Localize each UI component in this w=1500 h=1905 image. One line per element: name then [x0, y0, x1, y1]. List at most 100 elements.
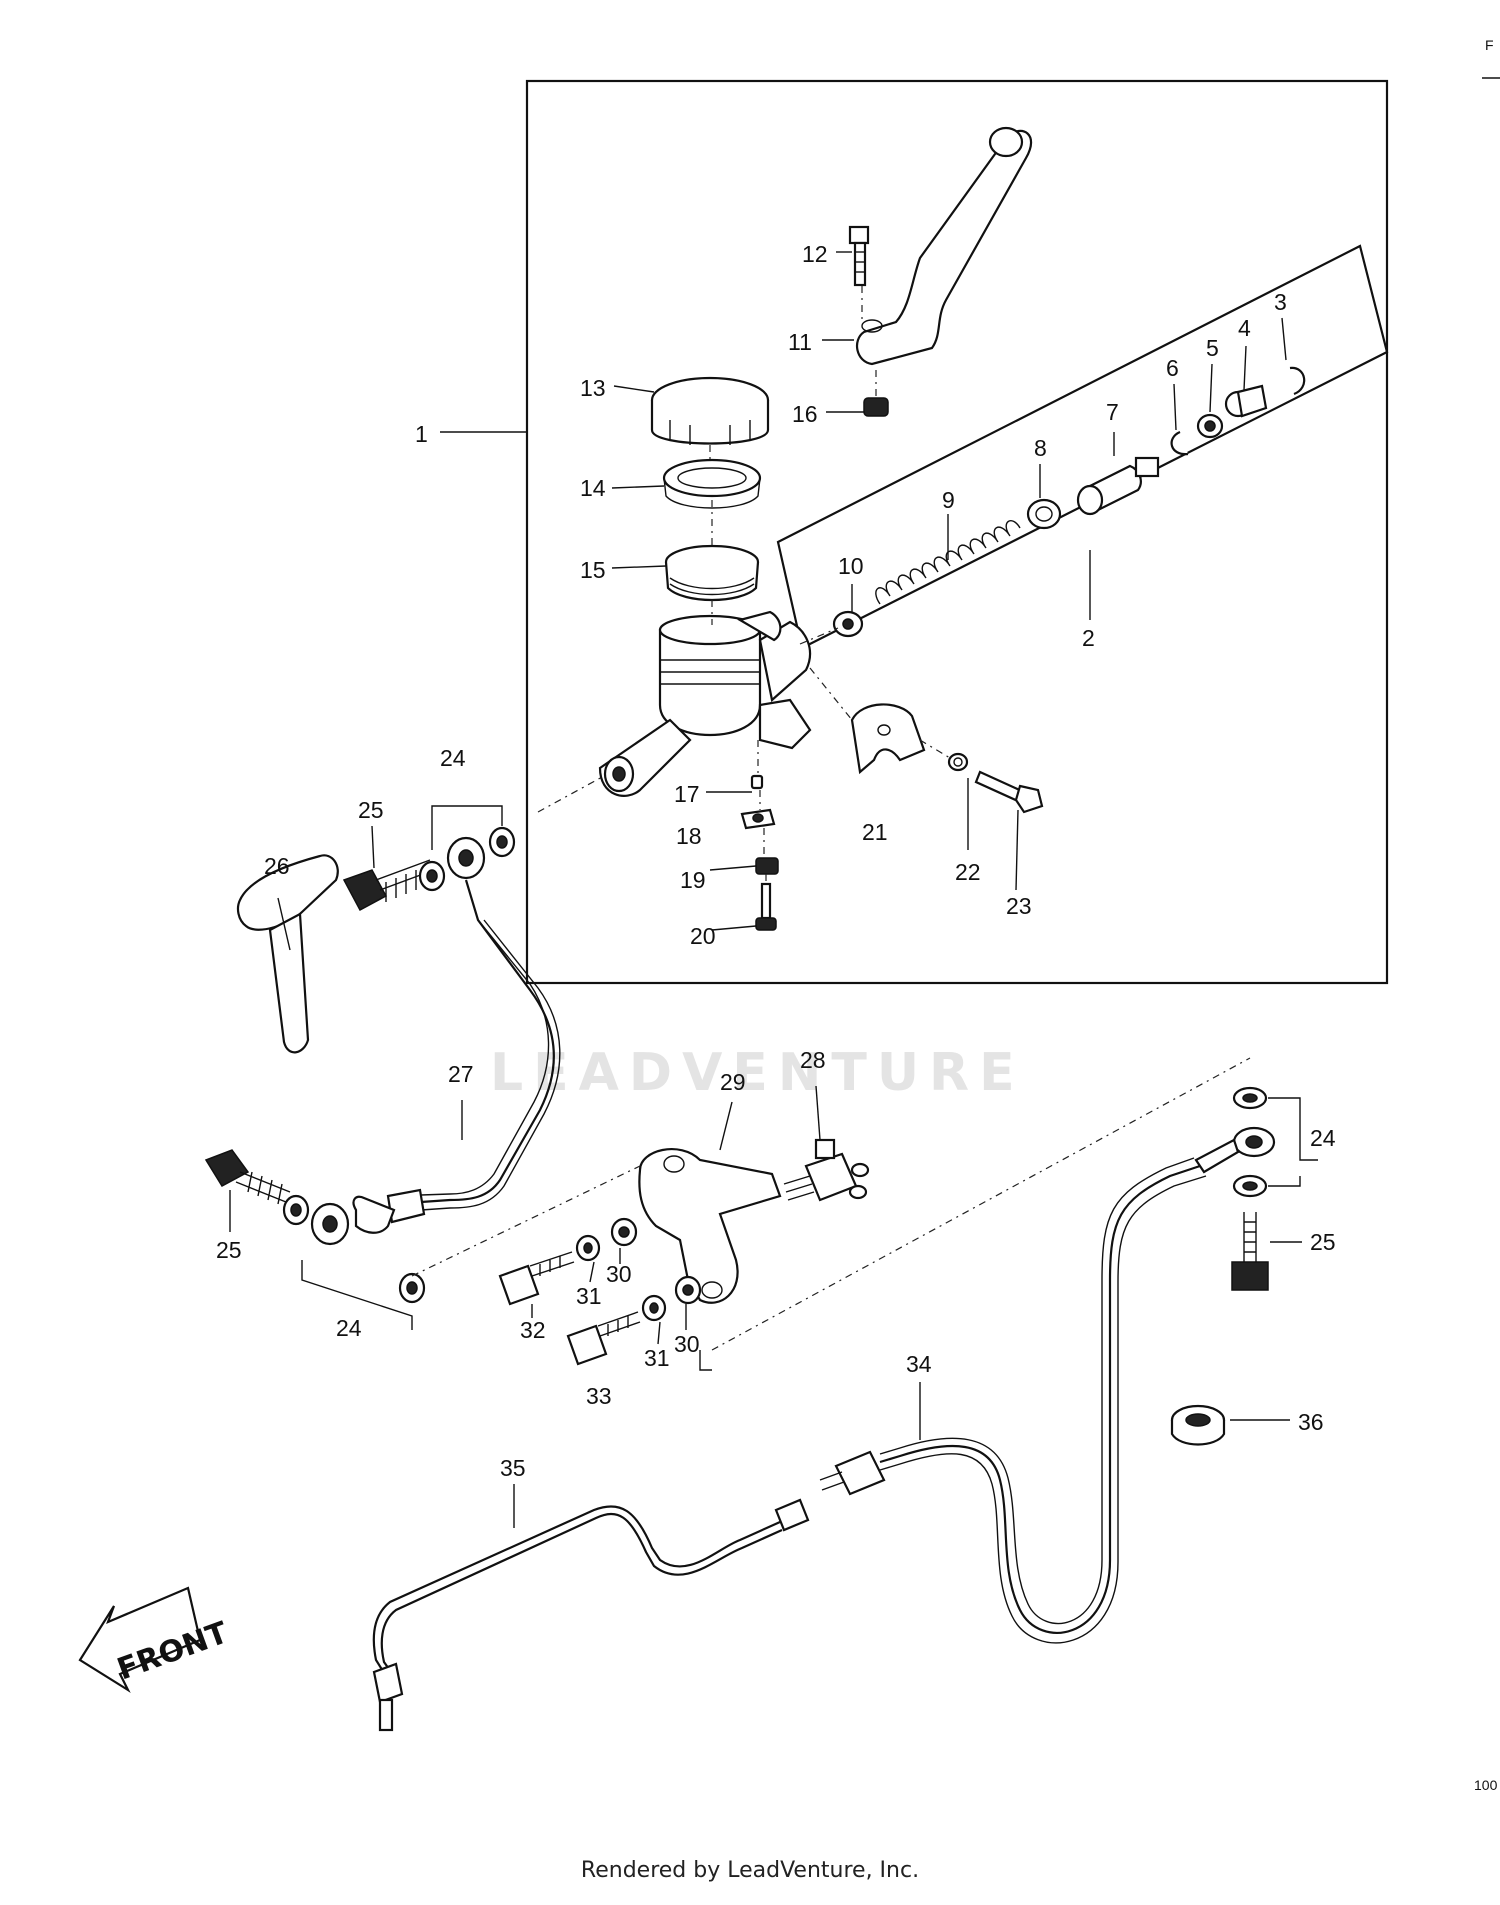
bracket-24-upper — [431, 805, 503, 850]
brake-hose-lower[interactable] — [819, 1138, 1240, 1644]
washer-30-upper[interactable] — [610, 1217, 638, 1247]
callout-9[interactable]: 9 — [942, 487, 955, 513]
washer-24-right-top[interactable] — [1232, 1086, 1268, 1110]
piston-7[interactable] — [1076, 456, 1160, 516]
washer-24-lower-a[interactable] — [282, 1194, 310, 1226]
brake-hose-upper[interactable] — [352, 836, 561, 1234]
callout-20[interactable]: 20 — [690, 923, 716, 949]
callout-25-right[interactable]: 25 — [1310, 1229, 1336, 1255]
front-label: FRONT — [113, 1615, 233, 1687]
brake-light-switch[interactable] — [783, 1138, 870, 1202]
callout-2[interactable]: 2 — [1082, 625, 1095, 651]
callout-30-upper[interactable]: 30 — [606, 1261, 632, 1287]
callout-6[interactable]: 6 — [1166, 355, 1179, 381]
banjo-cover[interactable] — [236, 854, 339, 1054]
callout-24-lower[interactable]: 24 — [336, 1315, 362, 1341]
callout-26[interactable]: 26 — [264, 853, 290, 879]
grommet[interactable] — [1170, 1404, 1226, 1446]
callout-24-upper[interactable]: 24 — [440, 745, 466, 771]
washer-24-right-bottom[interactable] — [1232, 1174, 1268, 1198]
piston-kit-box — [776, 244, 1389, 650]
banjo-bolt-33[interactable] — [566, 1311, 641, 1366]
bracket-24-right — [1268, 1097, 1318, 1161]
washer-30-lower[interactable] — [674, 1275, 702, 1305]
callout-10[interactable]: 10 — [838, 553, 864, 579]
diaphragm[interactable] — [664, 544, 760, 602]
clamp-bolt[interactable] — [974, 770, 1044, 814]
callout-leaders — [229, 251, 1302, 1528]
callout-33[interactable]: 33 — [586, 1383, 612, 1409]
callout-22[interactable]: 22 — [955, 859, 981, 885]
callout-4[interactable]: 4 — [1238, 315, 1251, 341]
footer-credit: Rendered by LeadVenture, Inc. — [580, 1858, 920, 1883]
brake-joint-29[interactable] — [638, 1148, 782, 1304]
callout-34[interactable]: 34 — [906, 1351, 932, 1377]
front-direction-arrow: FRONT — [78, 1586, 233, 1694]
washer-31-lower[interactable] — [641, 1294, 667, 1322]
callout-17[interactable]: 17 — [674, 781, 700, 807]
callout-36[interactable]: 36 — [1298, 1409, 1324, 1435]
callout-8[interactable]: 8 — [1034, 435, 1047, 461]
brake-lever[interactable] — [855, 126, 1033, 366]
banjo-bolt-lower[interactable] — [204, 1149, 291, 1205]
handlebar-clamp[interactable] — [850, 703, 926, 775]
corner-top-label: F — [1485, 37, 1494, 53]
corner-bottom-label: 100 — [1474, 1777, 1498, 1793]
callout-31-lower[interactable]: 31 — [644, 1345, 670, 1371]
callout-25-lower[interactable]: 25 — [216, 1237, 242, 1263]
banjo-right[interactable] — [1232, 1126, 1276, 1158]
callout-32[interactable]: 32 — [520, 1317, 546, 1343]
push-rod-4[interactable] — [1224, 384, 1268, 418]
callout-5[interactable]: 5 — [1206, 335, 1219, 361]
callout-25-upper[interactable]: 25 — [358, 797, 384, 823]
callout-15[interactable]: 15 — [580, 557, 606, 583]
banjo-bolt-32[interactable] — [498, 1251, 575, 1306]
cup-8[interactable] — [1026, 498, 1062, 530]
dust-seal-10[interactable] — [832, 610, 864, 638]
washer-24-lower-b[interactable] — [398, 1272, 426, 1304]
banjo-lower[interactable] — [310, 1202, 350, 1246]
callout-35[interactable]: 35 — [500, 1455, 526, 1481]
callout-19[interactable]: 19 — [680, 867, 706, 893]
callout-11[interactable]: 11 — [788, 329, 812, 355]
callout-1[interactable]: 1 — [415, 421, 428, 447]
bleed-part-18[interactable] — [740, 808, 776, 830]
bleed-screw-20[interactable] — [755, 882, 777, 931]
callout-30-lower[interactable]: 30 — [674, 1331, 700, 1357]
clamp-washer[interactable] — [947, 752, 969, 772]
callout-13[interactable]: 13 — [580, 375, 606, 401]
stopper-5[interactable] — [1196, 413, 1224, 439]
pivot-bolt[interactable] — [848, 225, 870, 287]
brake-pipe[interactable] — [372, 1498, 810, 1732]
callout-18[interactable]: 18 — [676, 823, 702, 849]
washer-24-upper-a[interactable] — [418, 860, 446, 892]
callout-21[interactable]: 21 — [862, 819, 888, 845]
circlip-3[interactable] — [1289, 366, 1306, 396]
watermark-text: LEADVENTURE — [490, 1043, 1025, 1103]
callout-12[interactable]: 12 — [802, 241, 828, 267]
bracket-24-lower — [301, 1260, 413, 1330]
callout-23[interactable]: 23 — [1006, 893, 1032, 919]
banjo-bolt-right[interactable] — [1231, 1212, 1269, 1291]
callout-3[interactable]: 3 — [1274, 289, 1287, 315]
secondary-cup-6[interactable] — [1170, 430, 1189, 456]
washer-31-upper[interactable] — [575, 1234, 601, 1262]
reservoir-cap[interactable] — [650, 376, 770, 445]
pivot-nut[interactable] — [863, 397, 889, 417]
banjo-bolt-upper[interactable] — [342, 859, 435, 912]
callout-27[interactable]: 27 — [448, 1061, 474, 1087]
return-spring-9[interactable] — [875, 520, 1021, 605]
callout-14[interactable]: 14 — [580, 475, 606, 501]
washer-24-upper-b[interactable] — [488, 826, 516, 858]
callout-28[interactable]: 28 — [800, 1047, 826, 1073]
callout-7[interactable]: 7 — [1106, 399, 1119, 425]
master-cylinder-body[interactable] — [598, 610, 812, 797]
callout-29[interactable]: 29 — [720, 1069, 746, 1095]
diaphragm-plate[interactable] — [662, 458, 762, 509]
callout-24-right[interactable]: 24 — [1310, 1125, 1336, 1151]
bleed-part-17[interactable] — [750, 774, 764, 790]
callout-16[interactable]: 16 — [792, 401, 818, 427]
callout-31-upper[interactable]: 31 — [576, 1283, 602, 1309]
bleed-part-19[interactable] — [755, 857, 779, 875]
